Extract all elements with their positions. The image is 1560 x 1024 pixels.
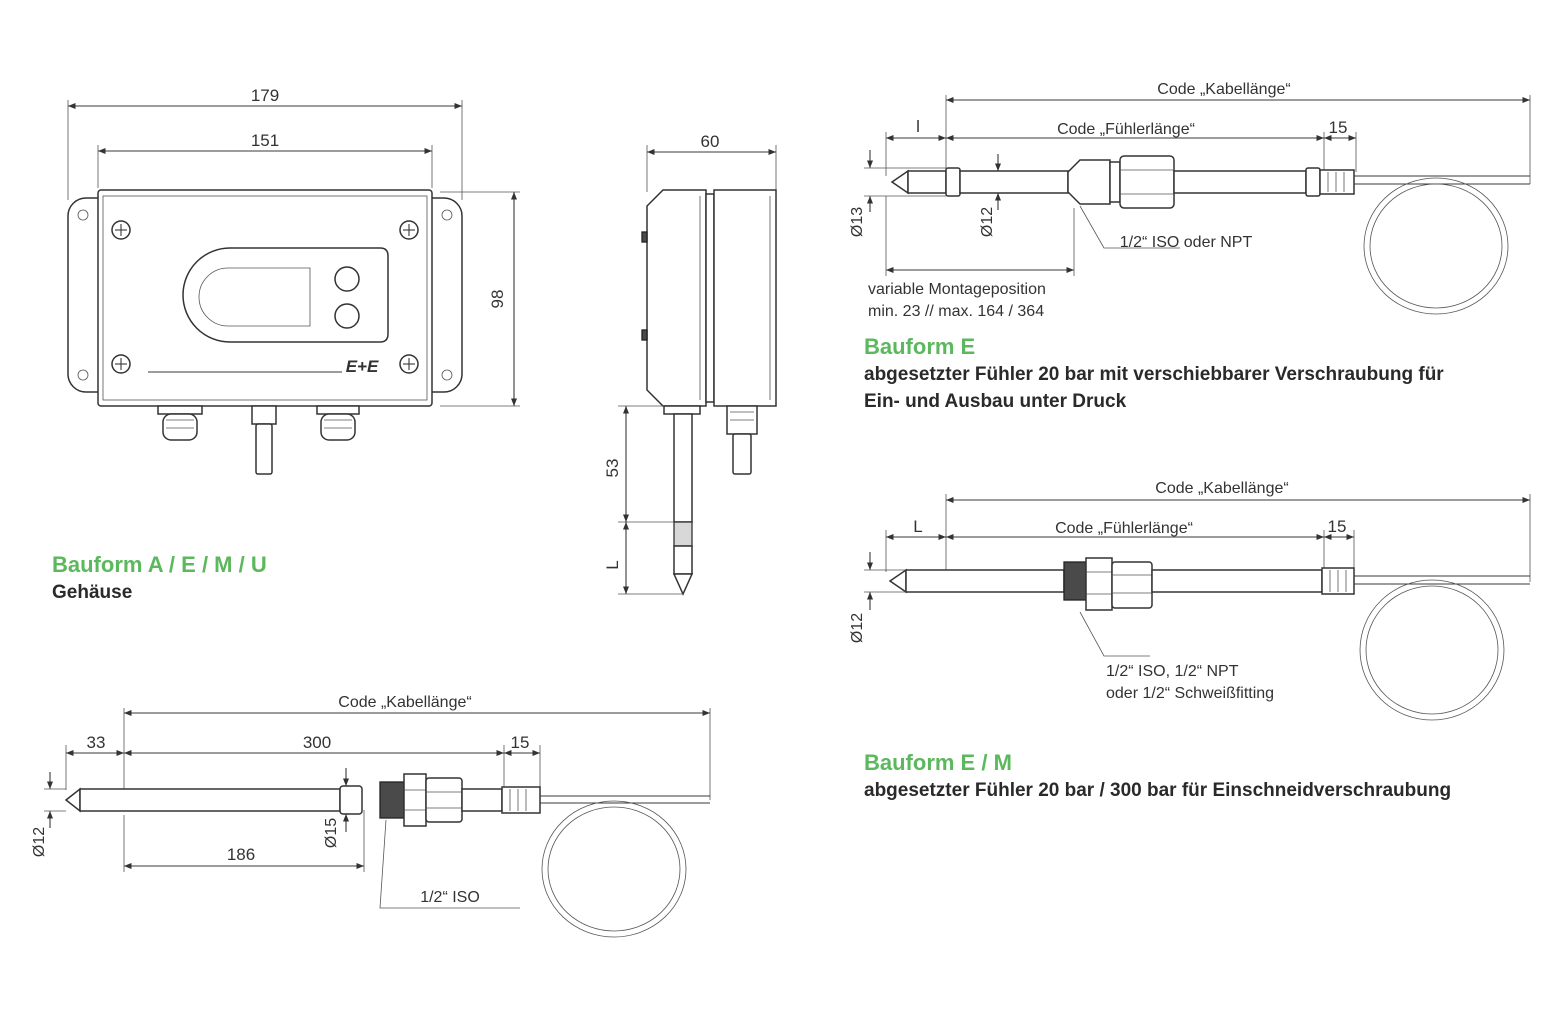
dim-total-width: 179 — [251, 86, 279, 105]
variant-em-drawing: Code „Kabellänge“ L Code „Fühlerlänge“ 1… — [849, 480, 1531, 721]
housing-front-view: 179 151 98 E+E — [67, 86, 520, 475]
dim-diameter-probe: Ø12 — [31, 827, 48, 857]
dim-l: L — [913, 517, 922, 536]
dim-end: 15 — [1329, 118, 1348, 137]
thread-label-1: 1/2“ ISO, 1/2“ NPT — [1106, 663, 1239, 680]
dim-mount: 186 — [227, 845, 255, 864]
dim-probe-length: 300 — [303, 733, 331, 752]
dim-probe-l: L — [603, 560, 622, 569]
remote-probe-drawing: Code „Kabellänge“ 33 300 15 186 — [31, 694, 711, 938]
variant-em-subtitle: abgesetzter Fühler 20 bar / 300 bar für … — [864, 780, 1452, 801]
dim-cable-length: Code „Kabellänge“ — [338, 694, 471, 711]
dim-probe-length: 53 — [603, 459, 622, 478]
dim-cable-length: Code „Kabellänge“ — [1155, 480, 1288, 497]
mount-position-range: min. 23 // max. 164 / 364 — [868, 303, 1044, 320]
variant-e-subtitle-2: Ein- und Ausbau unter Druck — [864, 391, 1127, 412]
thread-label: 1/2“ ISO oder NPT — [1120, 234, 1253, 251]
button-up-icon — [334, 266, 360, 292]
thread-label-2: oder 1/2“ Schweißfitting — [1106, 685, 1274, 702]
dim-height: 98 — [488, 290, 507, 309]
dim-inner-width: 151 — [251, 131, 279, 150]
button-down-icon — [334, 303, 360, 329]
dim-l: l — [916, 117, 920, 136]
dim-cable-length: Code „Kabellänge“ — [1157, 81, 1290, 98]
dim-probe-length: Code „Fühlerlänge“ — [1055, 520, 1193, 537]
variant-e-drawing: Code „Kabellänge“ l Code „Fühlerlänge“ 1… — [849, 81, 1531, 320]
probe-stub — [251, 405, 277, 475]
dim-end: 15 — [511, 733, 530, 752]
dim-tip: 33 — [87, 733, 106, 752]
variant-e-heading: Bauform E — [864, 334, 976, 359]
brand-logo: E+E — [346, 357, 379, 376]
cable-gland-right — [316, 405, 360, 441]
dim-diameter-probe: Ø12 — [849, 613, 866, 643]
display-window — [182, 247, 389, 343]
housing-side-cover — [646, 189, 707, 407]
variant-e-subtitle-1: abgesetzter Fühler 20 bar mit verschiebb… — [864, 364, 1444, 385]
mount-position-label: variable Montageposition — [868, 281, 1046, 298]
dim-diameter-probe: Ø12 — [979, 207, 996, 237]
dim-probe-length: Code „Fühlerlänge“ — [1057, 121, 1195, 138]
housing-side-view: 60 53 L — [603, 132, 777, 596]
housing-subtitle: Gehäuse — [52, 582, 133, 603]
variant-em-heading: Bauform E / M — [864, 750, 1012, 775]
screw-icon — [111, 220, 419, 374]
cable-gland-left — [157, 405, 203, 441]
dim-diameter-sleeve: Ø15 — [323, 818, 340, 848]
thread-label: 1/2“ ISO — [420, 889, 480, 906]
housing-heading: Bauform A / E / M / U — [52, 552, 267, 577]
dim-depth: 60 — [701, 132, 720, 151]
dim-end: 15 — [1328, 517, 1347, 536]
dim-diameter-outer: Ø13 — [849, 207, 866, 237]
